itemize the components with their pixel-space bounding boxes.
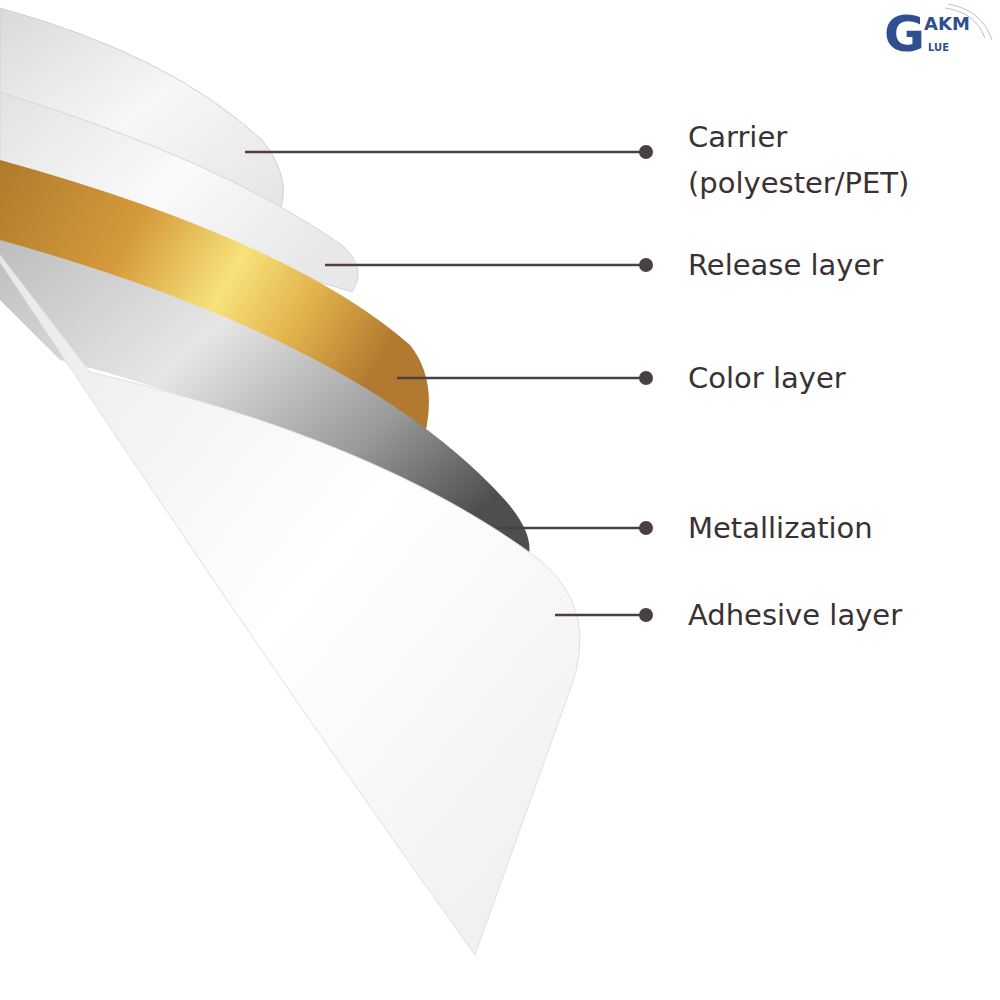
leader-dot (639, 521, 653, 535)
logo-letter: G (884, 6, 925, 62)
adhesive-sheet (0, 255, 580, 955)
leader-line (555, 614, 645, 617)
layer-label: Release layer (688, 245, 883, 285)
leader-lines (245, 145, 653, 622)
layer-label: Adhesive layer (688, 595, 902, 635)
leader-line (325, 264, 645, 267)
leader-line (397, 377, 645, 380)
leader-dot (639, 145, 653, 159)
layer-label: Carrier (polyester/PET) (688, 114, 988, 206)
logo-text: AKM (924, 13, 970, 35)
layer-label: Metallization (688, 508, 873, 548)
leader-line (245, 151, 645, 154)
layer-label: Color layer (688, 358, 846, 398)
leader-dot (639, 371, 653, 385)
leader-dot (639, 258, 653, 272)
leader-line (497, 527, 645, 530)
leader-dot (639, 608, 653, 622)
logo-text: LUE (928, 42, 949, 54)
